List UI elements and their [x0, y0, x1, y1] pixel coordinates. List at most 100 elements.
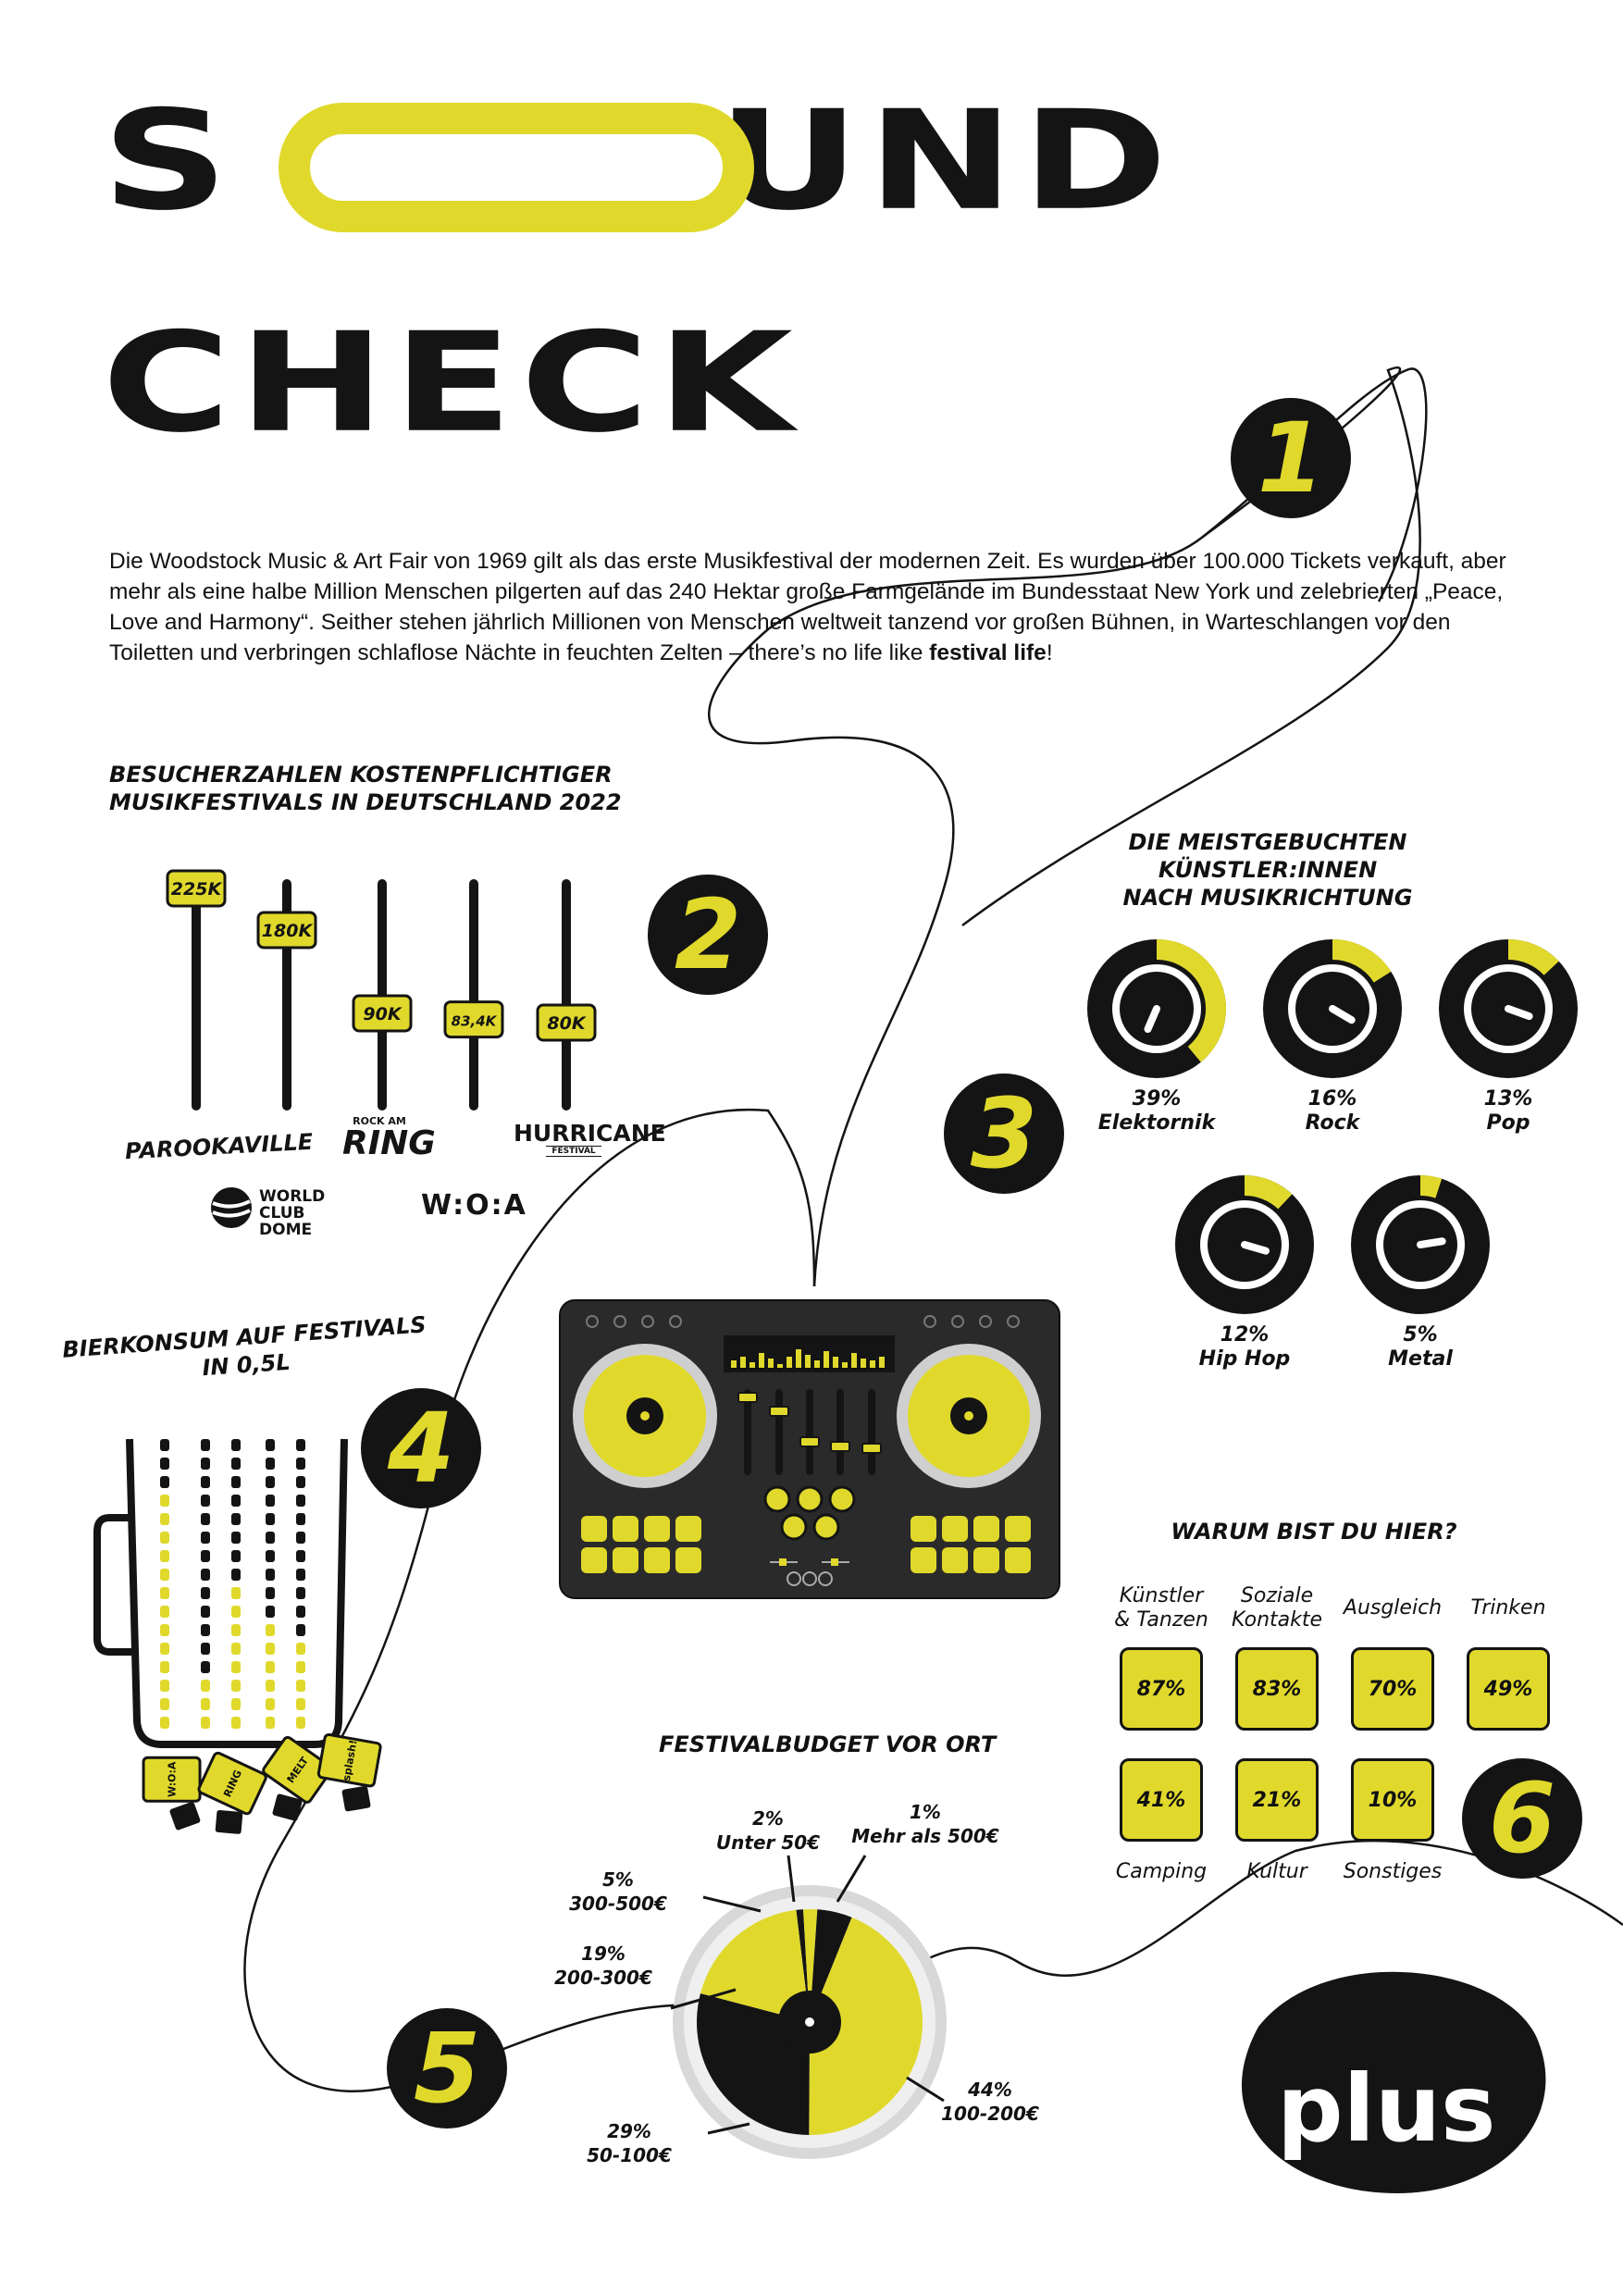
fader-handle: 83,4K	[443, 1000, 504, 1039]
genre-knob	[1263, 939, 1402, 1078]
genre-knob	[1351, 1174, 1490, 1314]
pie-pct: 19%	[581, 1942, 626, 1965]
fader-handle: 90K	[352, 994, 413, 1033]
intro-paragraph: Die Woodstock Music & Art Fair von 1969 …	[109, 546, 1516, 668]
knob-pct: 39%	[1132, 1087, 1182, 1111]
knob-pointer	[1505, 1005, 1533, 1021]
section-number-6: 6	[1462, 1758, 1582, 1879]
knob-arc	[1332, 939, 1392, 984]
beer-dash	[266, 1680, 275, 1692]
beer-dash	[160, 1698, 169, 1710]
pie-range: 200-300€	[554, 1967, 652, 1989]
beer-dash	[296, 1717, 305, 1729]
beer-dash	[201, 1587, 210, 1599]
pie-range: Unter 50€	[715, 1831, 821, 1854]
fader-label: 80K	[547, 1013, 586, 1034]
reasons-title: WARUM BIST DU HIER?	[1171, 1519, 1457, 1545]
beer-dash	[160, 1661, 169, 1673]
beer-dash	[201, 1698, 210, 1710]
beer-dash	[201, 1532, 210, 1544]
beer-dash	[160, 1495, 169, 1507]
pie-range: 300-500€	[569, 1893, 667, 1915]
knob-genre: Hip Hop	[1198, 1347, 1291, 1371]
beer-dash	[266, 1513, 275, 1525]
beer-dash	[160, 1643, 169, 1655]
budget-title: FESTIVALBUDGET VOR ORT	[659, 1731, 997, 1757]
beer-dash	[296, 1643, 305, 1655]
beer-dash	[266, 1717, 275, 1729]
pie-pct: 2%	[752, 1807, 784, 1830]
beer-dash	[266, 1606, 275, 1618]
beer-dash	[266, 1569, 275, 1581]
beer-dash	[201, 1513, 210, 1525]
beer-dash	[296, 1624, 305, 1636]
beer-dash	[201, 1439, 210, 1451]
pie-leader	[906, 2076, 945, 2103]
beer-dash	[231, 1624, 241, 1636]
section-number-1: 1	[1231, 398, 1351, 518]
pie-label: 29%50-100€	[574, 2119, 685, 2167]
knob-pct: 13%	[1483, 1087, 1533, 1111]
brand-logo: plus	[1277, 2054, 1496, 2163]
reason-label-line: & Tanzen	[1114, 1608, 1208, 1632]
visitors-title: BESUCHERZAHLEN KOSTENPFLICHTIGER MUSIKFE…	[109, 761, 622, 816]
beer-dash	[231, 1532, 241, 1544]
knob-label: 13%Pop	[1425, 1087, 1592, 1136]
beer-dash	[231, 1643, 241, 1655]
beer-dash	[201, 1476, 210, 1488]
beer-dash	[231, 1680, 241, 1692]
beer-dash	[231, 1458, 241, 1470]
beer-dash	[266, 1495, 275, 1507]
beer-dash	[160, 1532, 169, 1544]
reason-label: Künstler& Tanzen	[1087, 1584, 1235, 1632]
beer-dash	[160, 1476, 169, 1488]
beer-dash	[160, 1587, 169, 1599]
beer-dash	[160, 1569, 169, 1581]
beer-dash	[231, 1513, 241, 1525]
pie-label: 2%Unter 50€	[712, 1806, 824, 1855]
reason-value-box: 10%	[1351, 1758, 1434, 1842]
beer-dash	[296, 1680, 305, 1692]
reason-label: Camping	[1115, 1860, 1208, 1883]
beer-dash	[160, 1717, 169, 1729]
artists-title: DIE MEISTGEBUCHTEN KÜNSTLER:INNEN NACH M…	[1018, 828, 1518, 912]
reason-label-line: Künstler	[1119, 1584, 1204, 1607]
reason-label: Ausgleich	[1319, 1596, 1467, 1620]
beer-dash	[296, 1698, 305, 1710]
beer-dash	[160, 1439, 169, 1451]
knob-pct: 12%	[1220, 1323, 1270, 1347]
beer-dash	[266, 1587, 275, 1599]
visitors-title-line-1: BESUCHERZAHLEN KOSTENPFLICHTIGER	[109, 762, 613, 788]
beer-dash	[160, 1513, 169, 1525]
genre-knob	[1175, 1175, 1314, 1314]
beer-dash	[231, 1476, 241, 1488]
beer-dash	[231, 1661, 241, 1673]
beer-dash	[231, 1569, 241, 1581]
beer-dash	[160, 1680, 169, 1692]
beer-dash	[296, 1550, 305, 1562]
knob-genre: Pop	[1486, 1111, 1530, 1135]
title-o-ring	[279, 103, 754, 232]
reason-value-box: 41%	[1120, 1758, 1203, 1842]
reason-label-line: Trinken	[1470, 1596, 1546, 1620]
beer-dash	[266, 1458, 275, 1470]
beer-dash	[201, 1624, 210, 1636]
beer-dash	[201, 1550, 210, 1562]
reason-label-line: Kontakte	[1231, 1608, 1323, 1632]
intro-end: !	[1046, 640, 1053, 665]
beer-dash	[201, 1606, 210, 1618]
beer-dash	[296, 1587, 305, 1599]
artists-title-line-2: NACH MUSIKRICHTUNG	[1122, 885, 1413, 911]
knob-pct: 16%	[1307, 1087, 1357, 1111]
beer-dash	[201, 1569, 210, 1581]
beer-dash	[296, 1513, 305, 1525]
beer-dash	[296, 1439, 305, 1451]
cable-upper	[708, 366, 1421, 1287]
pie-leader	[702, 1895, 762, 1913]
beer-dash	[266, 1476, 275, 1488]
knob-arc	[1419, 1174, 1443, 1198]
reason-value-box: 87%	[1120, 1647, 1203, 1731]
